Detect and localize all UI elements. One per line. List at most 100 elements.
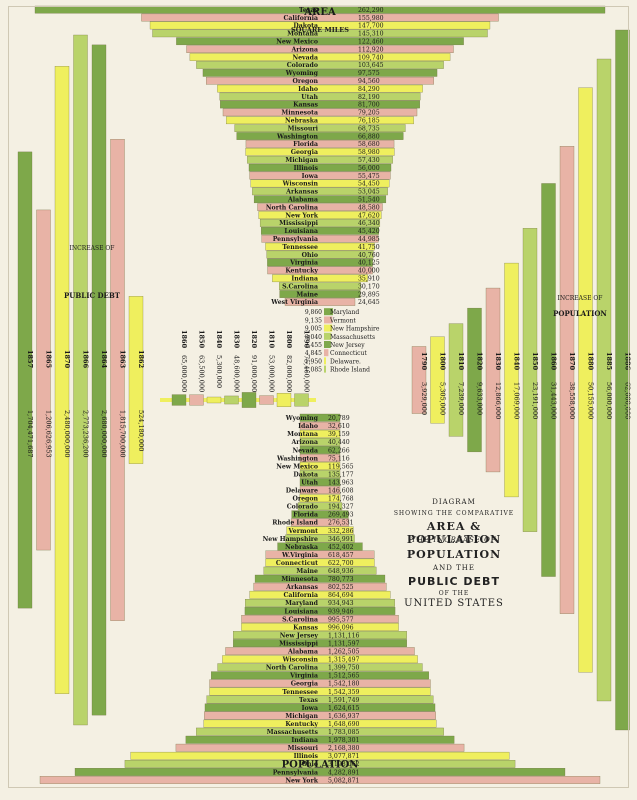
- population-state-label: Utah: [301, 479, 318, 486]
- population-state-label: Montana: [287, 431, 318, 438]
- pop-value-label: 5,305,000: [439, 382, 447, 415]
- pop-increase-bar-1885: [596, 58, 612, 702]
- area-value-label: 58,980: [358, 149, 380, 156]
- population-bar-new-york: [39, 776, 601, 784]
- population-state-label: Washington: [276, 455, 319, 462]
- population-state-label: Connecticut: [276, 560, 318, 567]
- area-state-label: Alabama: [287, 197, 318, 204]
- population-value-label: 939,946: [328, 608, 354, 615]
- debt-ladder-year: 1830: [233, 330, 241, 349]
- population-bar-minnesota: [254, 574, 386, 583]
- population-bar-w-virginia: [265, 550, 375, 559]
- legend-line-2: SHOWING THE COMPARATIVE: [393, 510, 515, 517]
- area-bar-north-carolina: [257, 203, 383, 211]
- small-state-label: Delaware.: [330, 358, 361, 365]
- area-state-label: Missouri: [288, 125, 319, 132]
- area-state-label: Pennsylvania: [273, 236, 318, 243]
- area-state-label: Kentucky: [285, 268, 318, 275]
- debt-year-label: 1870: [63, 350, 71, 369]
- area-value-label: 40,000: [358, 268, 380, 275]
- debt-ladder-year: 1810: [268, 330, 276, 349]
- small-state-bar: [324, 332, 332, 340]
- population-value-label: 2,168,380: [328, 745, 360, 752]
- population-state-label: Texas: [299, 697, 319, 704]
- debt-ladder-value: 91,000,000: [250, 355, 258, 392]
- area-state-label: North Carolina: [266, 204, 318, 211]
- population-value-label: 143,963: [328, 479, 354, 486]
- debt-title-1: INCREASE OF: [70, 245, 115, 252]
- legend-line-7: PUBLIC DEBT: [408, 575, 500, 588]
- small-state-label: Connecticut: [330, 350, 367, 357]
- area-bar-arkansas: [252, 187, 388, 196]
- population-value-label: 20,789: [328, 415, 350, 422]
- debt-ladder-value: 65,000,000: [180, 355, 188, 392]
- small-state-bar: [324, 357, 326, 365]
- pop-value-label: 62,000,000: [624, 382, 632, 419]
- pop-year-label: 1790: [420, 352, 428, 371]
- pop-increase-bar-1870: [559, 146, 575, 614]
- pop-value-label: 23,191,000: [531, 382, 539, 419]
- small-state-label: Massachusetts: [330, 334, 375, 341]
- area-value-label: 44,985: [358, 236, 380, 243]
- population-state-label: Nevada: [292, 447, 318, 454]
- population-value-label: 1,131,116: [328, 632, 360, 639]
- population-state-label: Michigan: [285, 713, 318, 720]
- area-bar-michigan: [247, 155, 393, 164]
- population-state-label: Ohio: [302, 761, 318, 768]
- population-value-label: 1,512,565: [328, 673, 360, 680]
- population-value-label: 1,315,497: [328, 657, 360, 664]
- debt-ladder-box-1800: [276, 393, 292, 407]
- debt-ladder-value: 5,300,000: [215, 355, 223, 388]
- population-state-label: Mississippi: [279, 640, 318, 647]
- area-bar-utah: [219, 92, 421, 101]
- population-state-label: New York: [285, 777, 318, 784]
- area-value-label: 122,460: [358, 39, 384, 46]
- population-value-label: 1,542,180: [328, 681, 360, 688]
- pop-increase-bar-1830: [485, 287, 501, 473]
- population-state-label: Indiana: [291, 737, 318, 744]
- area-bar-minnesota: [222, 108, 418, 117]
- area-state-label: West Virginia: [270, 299, 318, 306]
- population-value-label: 1,591,749: [328, 697, 360, 704]
- debt-ladder-box-1810: [259, 395, 274, 405]
- area-state-label: Idaho: [298, 86, 318, 93]
- population-bar-idaho: [299, 421, 341, 430]
- legend-line-3: AREA & POPULATION: [406, 520, 502, 546]
- population-value-label: 75,116: [328, 455, 350, 462]
- area-bar-idaho: [217, 84, 423, 93]
- debt-ladder-year: 1860: [180, 330, 188, 349]
- debt-value-label: 1,815,700,000: [119, 410, 127, 458]
- population-value-label: 3,198,062: [328, 761, 360, 768]
- population-state-label: Wisconsin: [282, 657, 319, 664]
- population-bar-utah: [299, 478, 341, 486]
- area-state-label: New Mexico: [276, 39, 318, 46]
- debt-ladder-box-1850: [189, 394, 204, 406]
- population-bar-vermont: [286, 526, 354, 535]
- area-state-label: Kansas: [293, 102, 318, 109]
- area-bar-dakota: [149, 21, 491, 30]
- legend-line-4: THE INCREASE OF: [411, 536, 497, 544]
- pop-increase-bar-1886: [615, 29, 630, 731]
- debt-bar-1866: [73, 34, 88, 726]
- population-state-label: Pennsylvania: [273, 769, 318, 776]
- population-bar-dakota: [299, 470, 341, 478]
- area-value-label: 29,895: [358, 291, 380, 298]
- area-value-label: 112,920: [358, 46, 384, 53]
- area-bar-colorado: [196, 61, 444, 69]
- area-value-label: 68,735: [358, 125, 380, 132]
- population-bar-delaware: [299, 486, 341, 495]
- debt-value-label: 2,773,236,200: [82, 410, 90, 458]
- area-bar-wisconsin: [250, 179, 390, 188]
- debt-title-2: PUBLIC DEBT: [64, 291, 121, 300]
- population-value-label: 146,608: [328, 488, 354, 495]
- population-bar-wyoming: [299, 413, 341, 422]
- population-value-label: 1,624,615: [328, 705, 360, 712]
- population-bar-colorado: [297, 502, 343, 511]
- small-state-bar: [324, 324, 333, 332]
- population-value-label: 135,177: [328, 471, 354, 478]
- population-state-label: California: [283, 592, 318, 599]
- population-value-label: 622,700: [328, 560, 354, 567]
- legend-line-9: UNITED STATES: [404, 598, 504, 609]
- debt-year-label: 1865: [45, 350, 53, 369]
- population-value-label: 39,159: [328, 431, 350, 438]
